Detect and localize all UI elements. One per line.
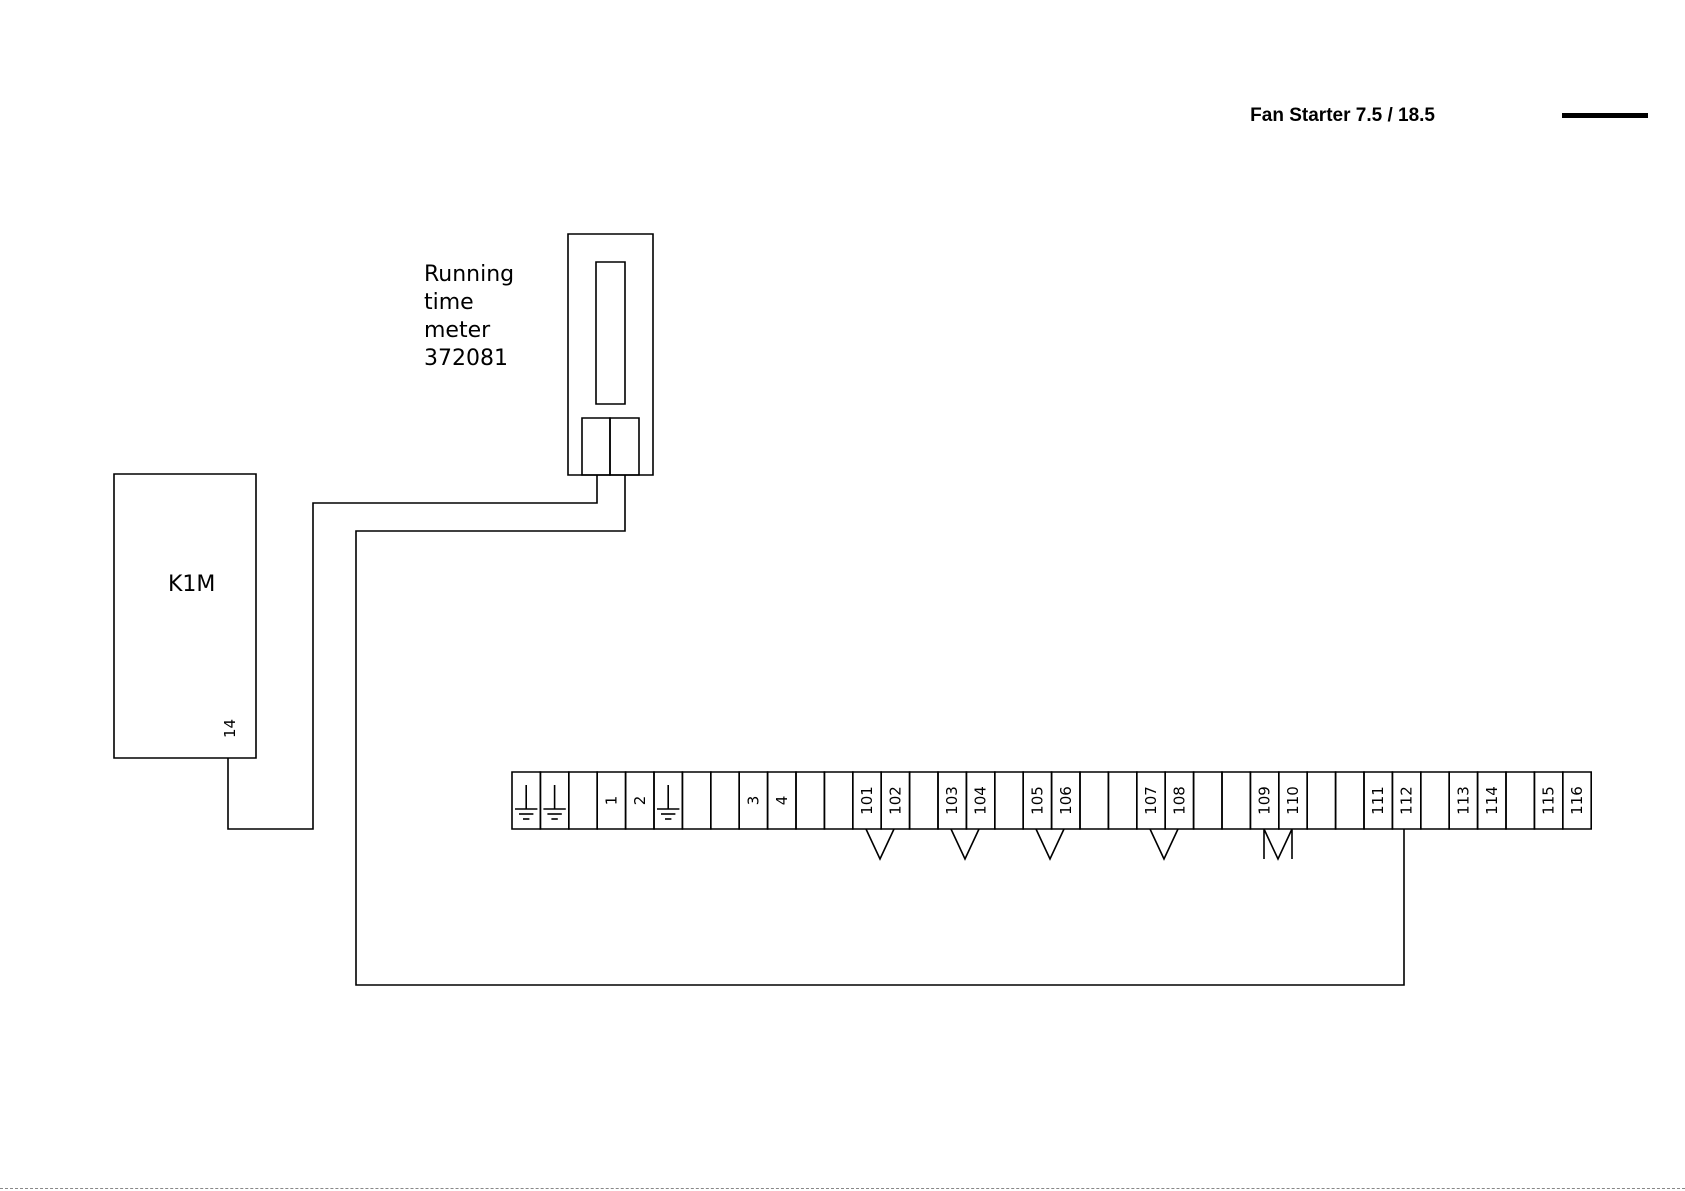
running-time-meter bbox=[568, 234, 653, 475]
terminal-cell bbox=[995, 772, 1023, 829]
terminal-number: 110 bbox=[1284, 786, 1302, 815]
terminal-cell bbox=[1336, 772, 1364, 829]
terminal-cell bbox=[796, 772, 824, 829]
meter-terminal-left bbox=[582, 418, 610, 475]
contactor-label: K1M bbox=[168, 572, 215, 597]
terminal-number: 113 bbox=[1454, 786, 1472, 815]
terminal-cell bbox=[711, 772, 739, 829]
terminal-number: 103 bbox=[943, 786, 961, 815]
ground-icon bbox=[515, 785, 537, 819]
meter-label-line-2: time bbox=[424, 290, 474, 315]
terminal-number: 115 bbox=[1540, 786, 1558, 815]
meter-display bbox=[596, 262, 625, 404]
meter-label: Running time meter 372081 bbox=[424, 262, 514, 371]
terminal-cell bbox=[1222, 772, 1250, 829]
terminal-cell bbox=[1194, 772, 1222, 829]
wire-k1m-14-to-meter bbox=[228, 475, 597, 829]
ground-icon bbox=[657, 785, 679, 819]
terminal-number: 1 bbox=[602, 796, 620, 806]
terminal-cell bbox=[682, 772, 710, 829]
jumper-109-110 bbox=[1264, 829, 1292, 859]
terminal-number: 111 bbox=[1369, 786, 1387, 815]
terminal-cell bbox=[1307, 772, 1335, 829]
wire-meter-to-terminal-112 bbox=[356, 475, 1404, 985]
terminal-number: 2 bbox=[631, 796, 649, 806]
terminal-cell bbox=[1080, 772, 1108, 829]
ground-icon bbox=[543, 785, 565, 819]
terminal-number: 109 bbox=[1256, 786, 1274, 815]
terminal-number: 104 bbox=[972, 786, 990, 815]
terminal-strip: 1 2 3 4 101 102 103 104 105 106 107 108 109 110 111 112… bbox=[512, 772, 1591, 829]
jumper-107-108 bbox=[1150, 829, 1178, 859]
wires bbox=[228, 475, 1404, 985]
terminal-number: 105 bbox=[1028, 786, 1046, 815]
meter-label-line-4: 372081 bbox=[424, 346, 508, 371]
terminal-number: 102 bbox=[886, 786, 904, 815]
terminal-number: 4 bbox=[773, 796, 791, 806]
meter-terminal-right bbox=[610, 418, 639, 475]
terminal-cell bbox=[910, 772, 938, 829]
terminal-number: 101 bbox=[858, 786, 876, 815]
terminal-number: 112 bbox=[1398, 786, 1416, 815]
meter-label-line-1: Running bbox=[424, 262, 514, 287]
terminal-number: 116 bbox=[1568, 786, 1586, 815]
terminal-number: 108 bbox=[1170, 786, 1188, 815]
contactor-pin-14: 14 bbox=[221, 719, 239, 738]
terminal-number: 107 bbox=[1142, 786, 1160, 815]
jumper-101-102 bbox=[866, 829, 894, 859]
jumper-103-104 bbox=[951, 829, 979, 859]
contactor-body bbox=[114, 474, 256, 758]
terminal-number: 114 bbox=[1483, 786, 1501, 815]
terminal-number: 106 bbox=[1057, 786, 1075, 815]
terminal-cell bbox=[569, 772, 597, 829]
meter-label-line-3: meter bbox=[424, 318, 491, 343]
jumper-105-106 bbox=[1036, 829, 1064, 859]
terminal-number: 3 bbox=[744, 796, 762, 806]
terminal-cell bbox=[1506, 772, 1534, 829]
terminal-cell bbox=[1421, 772, 1449, 829]
contactor-k1m: K1M 14 bbox=[114, 474, 256, 758]
terminal-cell bbox=[824, 772, 852, 829]
jumpers bbox=[866, 829, 1292, 859]
terminal-cell bbox=[1108, 772, 1136, 829]
